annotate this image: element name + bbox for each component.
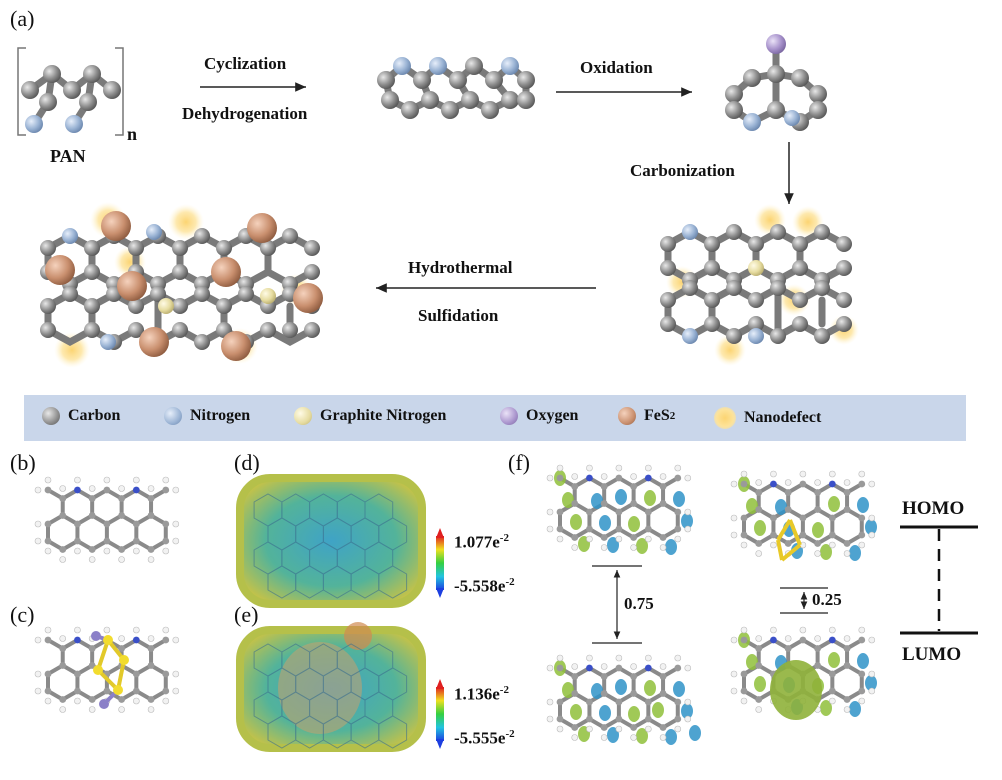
step-oxidation: Oxidation (580, 58, 653, 77)
panel-a-label: (a) (10, 6, 35, 31)
panel-d-label: (d) (234, 450, 260, 475)
pan-subscript: n (127, 124, 138, 144)
lumo-left (546, 654, 701, 745)
step-hydrothermal: Hydrothermal (408, 258, 513, 277)
gap-left (592, 565, 642, 644)
panel-c-label: (c) (10, 602, 35, 627)
fes2-network (40, 202, 323, 368)
fes2-cluster-f (776, 518, 802, 562)
esp-surface-e (236, 622, 426, 752)
step-cyclization: Cyclization (204, 54, 287, 73)
nitrogen-dot-icon (164, 407, 182, 425)
legend-carbon: Carbon (42, 407, 120, 425)
gap-right-value: 0.25 (812, 590, 842, 609)
oxygen-dot-icon (500, 407, 518, 425)
legend-nanodefect: Nanodefect (714, 407, 821, 429)
fes2-cluster-c (91, 631, 129, 709)
panel-b-label: (b) (10, 450, 36, 475)
step-sulfidation: Sulfidation (418, 306, 499, 325)
colorbar-d (436, 536, 444, 590)
graphite-nitrogen-dot-icon (294, 407, 312, 425)
gap-left-value: 0.75 (624, 594, 654, 613)
legend-oxygen: Oxygen (500, 407, 578, 425)
oxidized-structure (725, 34, 827, 131)
homo-label: HOMO (902, 498, 965, 519)
model-b (34, 476, 180, 563)
fes2-dot-icon (618, 407, 636, 425)
carbonized-network (660, 204, 859, 366)
esp-e-min: -5.555e-2 (454, 728, 515, 748)
homo-left (546, 464, 693, 555)
lumo-label: LUMO (902, 644, 962, 665)
panel-f-label: (f) (508, 450, 530, 475)
esp-d-min: -5.558e-2 (454, 576, 515, 596)
step-dehydrogenation: Dehydrogenation (182, 104, 308, 123)
nanodefect-dot-icon (714, 407, 736, 429)
pan-label: PAN (50, 146, 86, 166)
homo-right (730, 470, 877, 561)
carbon-dot-icon (42, 407, 60, 425)
esp-e-max: 1.136e-2 (454, 684, 509, 704)
pan-monomer (17, 47, 124, 136)
esp-surface-d (236, 474, 426, 608)
energy-diagram (900, 525, 978, 635)
colorbar-e (436, 687, 444, 741)
gap-right (780, 587, 828, 614)
ladder-structure (377, 57, 535, 119)
lumo-lobe (770, 660, 822, 720)
legend-nitrogen: Nitrogen (164, 407, 250, 425)
legend-graphite-nitrogen: Graphite Nitrogen (294, 407, 446, 425)
esp-d-max: 1.077e-2 (454, 532, 509, 552)
panel-e-label: (e) (234, 602, 259, 627)
legend: Carbon Nitrogen Graphite Nitrogen Oxygen… (24, 395, 966, 441)
step-carbonization: Carbonization (630, 161, 735, 180)
